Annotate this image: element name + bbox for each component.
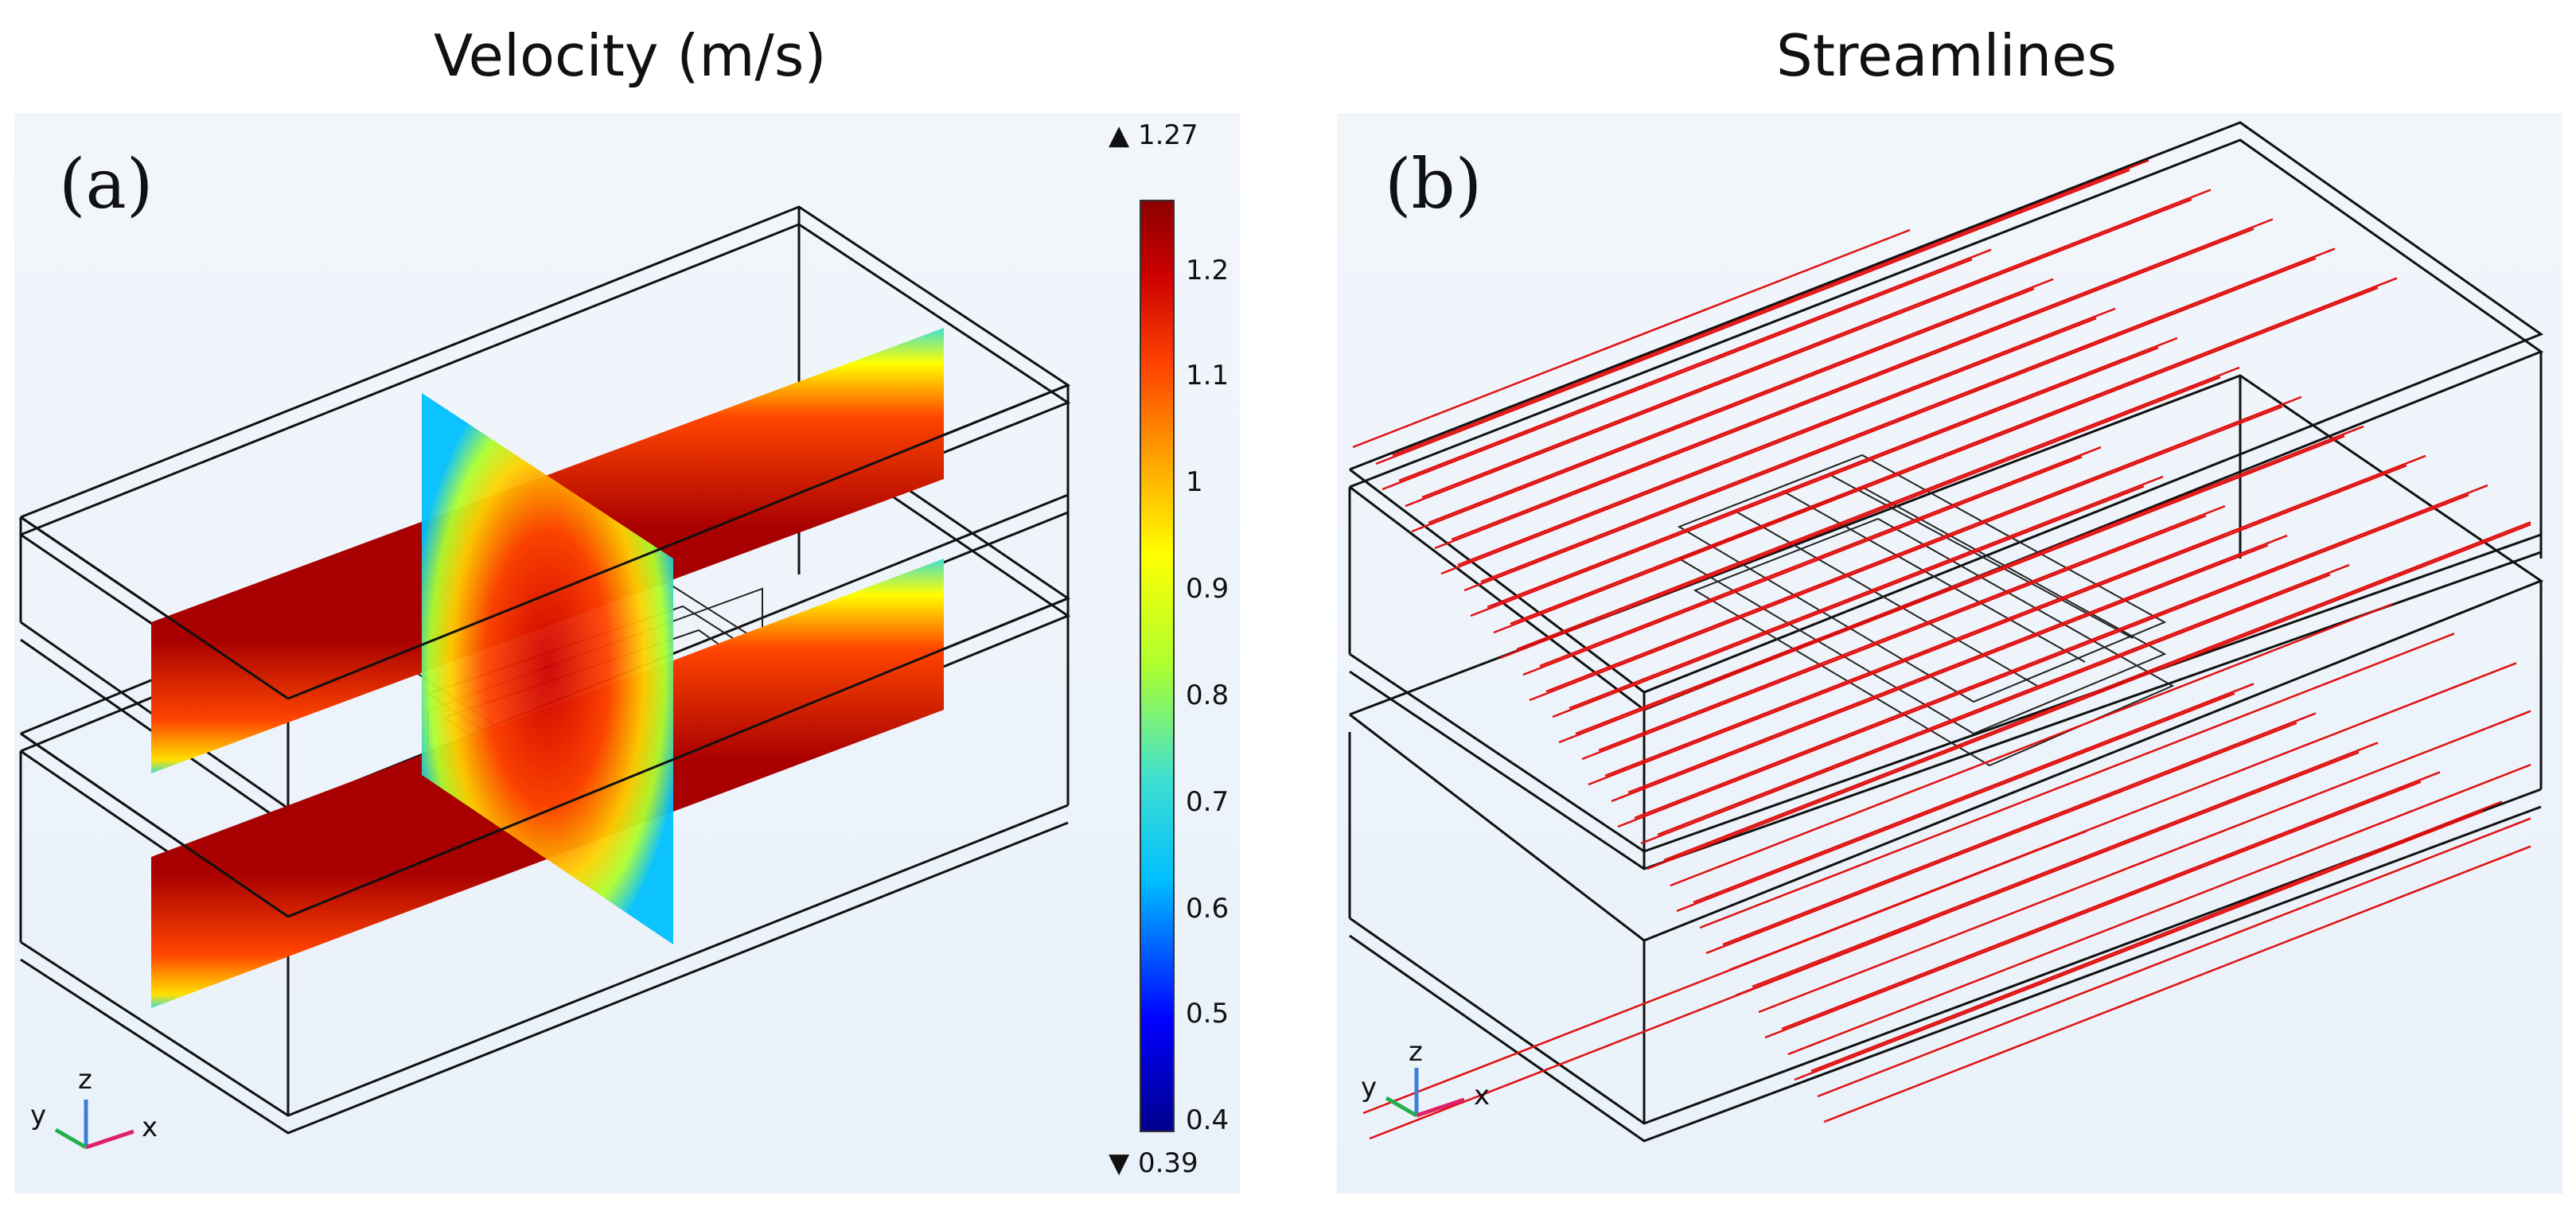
domain-wireframe	[1348, 121, 2544, 1143]
streamline	[1516, 366, 2240, 651]
streamline	[1670, 603, 2393, 887]
axis-label-x: x	[142, 1112, 158, 1143]
streamline	[1781, 771, 2441, 1030]
streamline	[1581, 515, 2207, 761]
streamline	[1764, 781, 2422, 1039]
colorbar-tick: 0.6	[1186, 893, 1230, 925]
streamline	[1558, 434, 2345, 744]
streamline	[1569, 475, 2164, 710]
panel-streamlines: (b) z y x	[1337, 113, 2562, 1193]
streamline	[1598, 504, 2226, 752]
streamline	[1382, 258, 1973, 491]
streamline	[1545, 395, 2302, 693]
axis-triad	[54, 1100, 134, 1150]
streamline	[1369, 919, 1930, 1140]
colorbar-tick: 1.1	[1186, 360, 1230, 391]
streamline	[1457, 307, 2116, 567]
colorbar-min: ▼ 0.39	[1109, 1147, 1198, 1179]
colorbar-tick: 1.2	[1186, 255, 1230, 286]
panel-label-a: (a)	[59, 145, 154, 224]
streamline	[1398, 248, 1992, 482]
streamline	[1552, 485, 2145, 718]
streamline-plot	[1348, 121, 2544, 1143]
streamline	[1647, 523, 2531, 870]
streamline	[1722, 712, 2317, 946]
streamline	[1663, 521, 2531, 862]
streamline	[1522, 456, 2083, 676]
colorbar-tick: 0.5	[1186, 998, 1230, 1030]
streamline	[1823, 845, 2531, 1123]
streamline	[1493, 286, 2379, 634]
streamline	[1657, 563, 2350, 836]
panel-velocity: (a) ▲ 1.27 ▼ 0.39 1.2 1.1 1 0.9 0.8 0.7 …	[14, 113, 1240, 1193]
vertical-slice	[422, 393, 673, 944]
streamline	[1604, 454, 2426, 777]
streamline	[1810, 800, 2503, 1073]
streamline	[1499, 376, 2221, 660]
streamline	[1480, 247, 2336, 583]
colorbar-max: ▲ 1.27	[1109, 119, 1198, 151]
streamline	[1588, 464, 2407, 786]
streamline	[1421, 189, 2212, 499]
streamline	[1463, 257, 2317, 592]
panel-label-b: (b)	[1385, 145, 1483, 224]
colorbar-tick: 0.9	[1186, 573, 1230, 605]
streamline	[1405, 198, 2192, 508]
streamline	[1699, 633, 2455, 929]
axis-label-z: z	[1409, 1036, 1423, 1068]
streamline	[1634, 484, 2488, 820]
colorbar	[1140, 200, 1175, 1132]
streamline	[1787, 763, 2531, 1056]
colorbar-tick: 0.7	[1186, 786, 1230, 818]
streamline	[1470, 346, 2159, 617]
streamline	[1617, 493, 2469, 828]
colorbar-tick: 1	[1186, 466, 1203, 498]
axis-label-y: y	[30, 1100, 47, 1131]
axis-label-z: z	[78, 1064, 92, 1096]
streamline	[1487, 337, 2178, 609]
streamline	[1440, 317, 2097, 575]
streamline	[1611, 544, 2269, 803]
streamline	[1752, 742, 2379, 988]
streamline	[1794, 810, 2484, 1081]
streamline	[1627, 534, 2288, 794]
streamline	[1529, 405, 2283, 702]
streamline	[1411, 287, 2035, 533]
streamlines-title: Streamlines	[1776, 22, 2117, 89]
streamline	[1362, 830, 2087, 1115]
streamline	[1352, 228, 1911, 449]
axis-triad	[1385, 1068, 1465, 1118]
streamline	[1539, 446, 2102, 668]
streamline	[1434, 228, 2254, 550]
streamline	[1693, 683, 2254, 904]
streamline	[1510, 277, 2398, 625]
velocity-title: Velocity (m/s)	[434, 22, 827, 89]
streamline	[1575, 425, 2364, 735]
streamline	[1375, 169, 2130, 465]
velocity-slice-plot	[19, 200, 1175, 1150]
axis-label-x: x	[1474, 1080, 1491, 1112]
domain-wireframe-front	[20, 384, 1069, 918]
streamlines	[1352, 159, 2531, 1140]
streamline	[1676, 692, 2235, 913]
axis-label-y: y	[1361, 1072, 1378, 1104]
streamline	[1758, 710, 2531, 1014]
streamline	[1428, 278, 2054, 524]
streamline	[1705, 722, 2297, 955]
streamline	[1817, 817, 2531, 1098]
streamline	[1451, 218, 2274, 541]
streamline	[1640, 574, 2331, 845]
colorbar-tick: 0.4	[1186, 1104, 1230, 1136]
streamline	[1392, 159, 2149, 457]
colorbar-tick: 0.8	[1186, 679, 1230, 711]
